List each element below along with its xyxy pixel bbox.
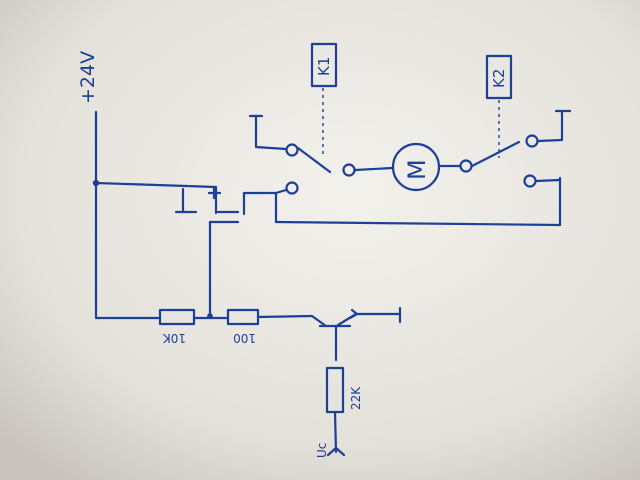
resistor-22k-label: 22K (349, 386, 363, 410)
resistor-10k (158, 308, 230, 326)
transistor (310, 306, 402, 362)
relay-k2-label: K2 (490, 69, 508, 88)
resistor-22k (325, 366, 345, 454)
relay-k2: K2 (485, 54, 513, 158)
input-label: Uc (315, 443, 329, 458)
supply-rail (92, 110, 218, 320)
relay-contacts-lower (274, 176, 562, 227)
supply-label: +24V (77, 51, 99, 104)
start-switch (174, 185, 278, 319)
resistor-100-label: 100 (233, 331, 256, 345)
resistor-100 (226, 308, 314, 326)
motor-label: M (403, 159, 431, 180)
input-terminal (326, 446, 346, 457)
relay-k1-label: K1 (315, 57, 333, 76)
relay-k1: K1 (310, 42, 338, 158)
motor: M (391, 142, 441, 192)
resistor-10k-label: 10K (162, 331, 186, 345)
motor-circuit (248, 109, 572, 188)
